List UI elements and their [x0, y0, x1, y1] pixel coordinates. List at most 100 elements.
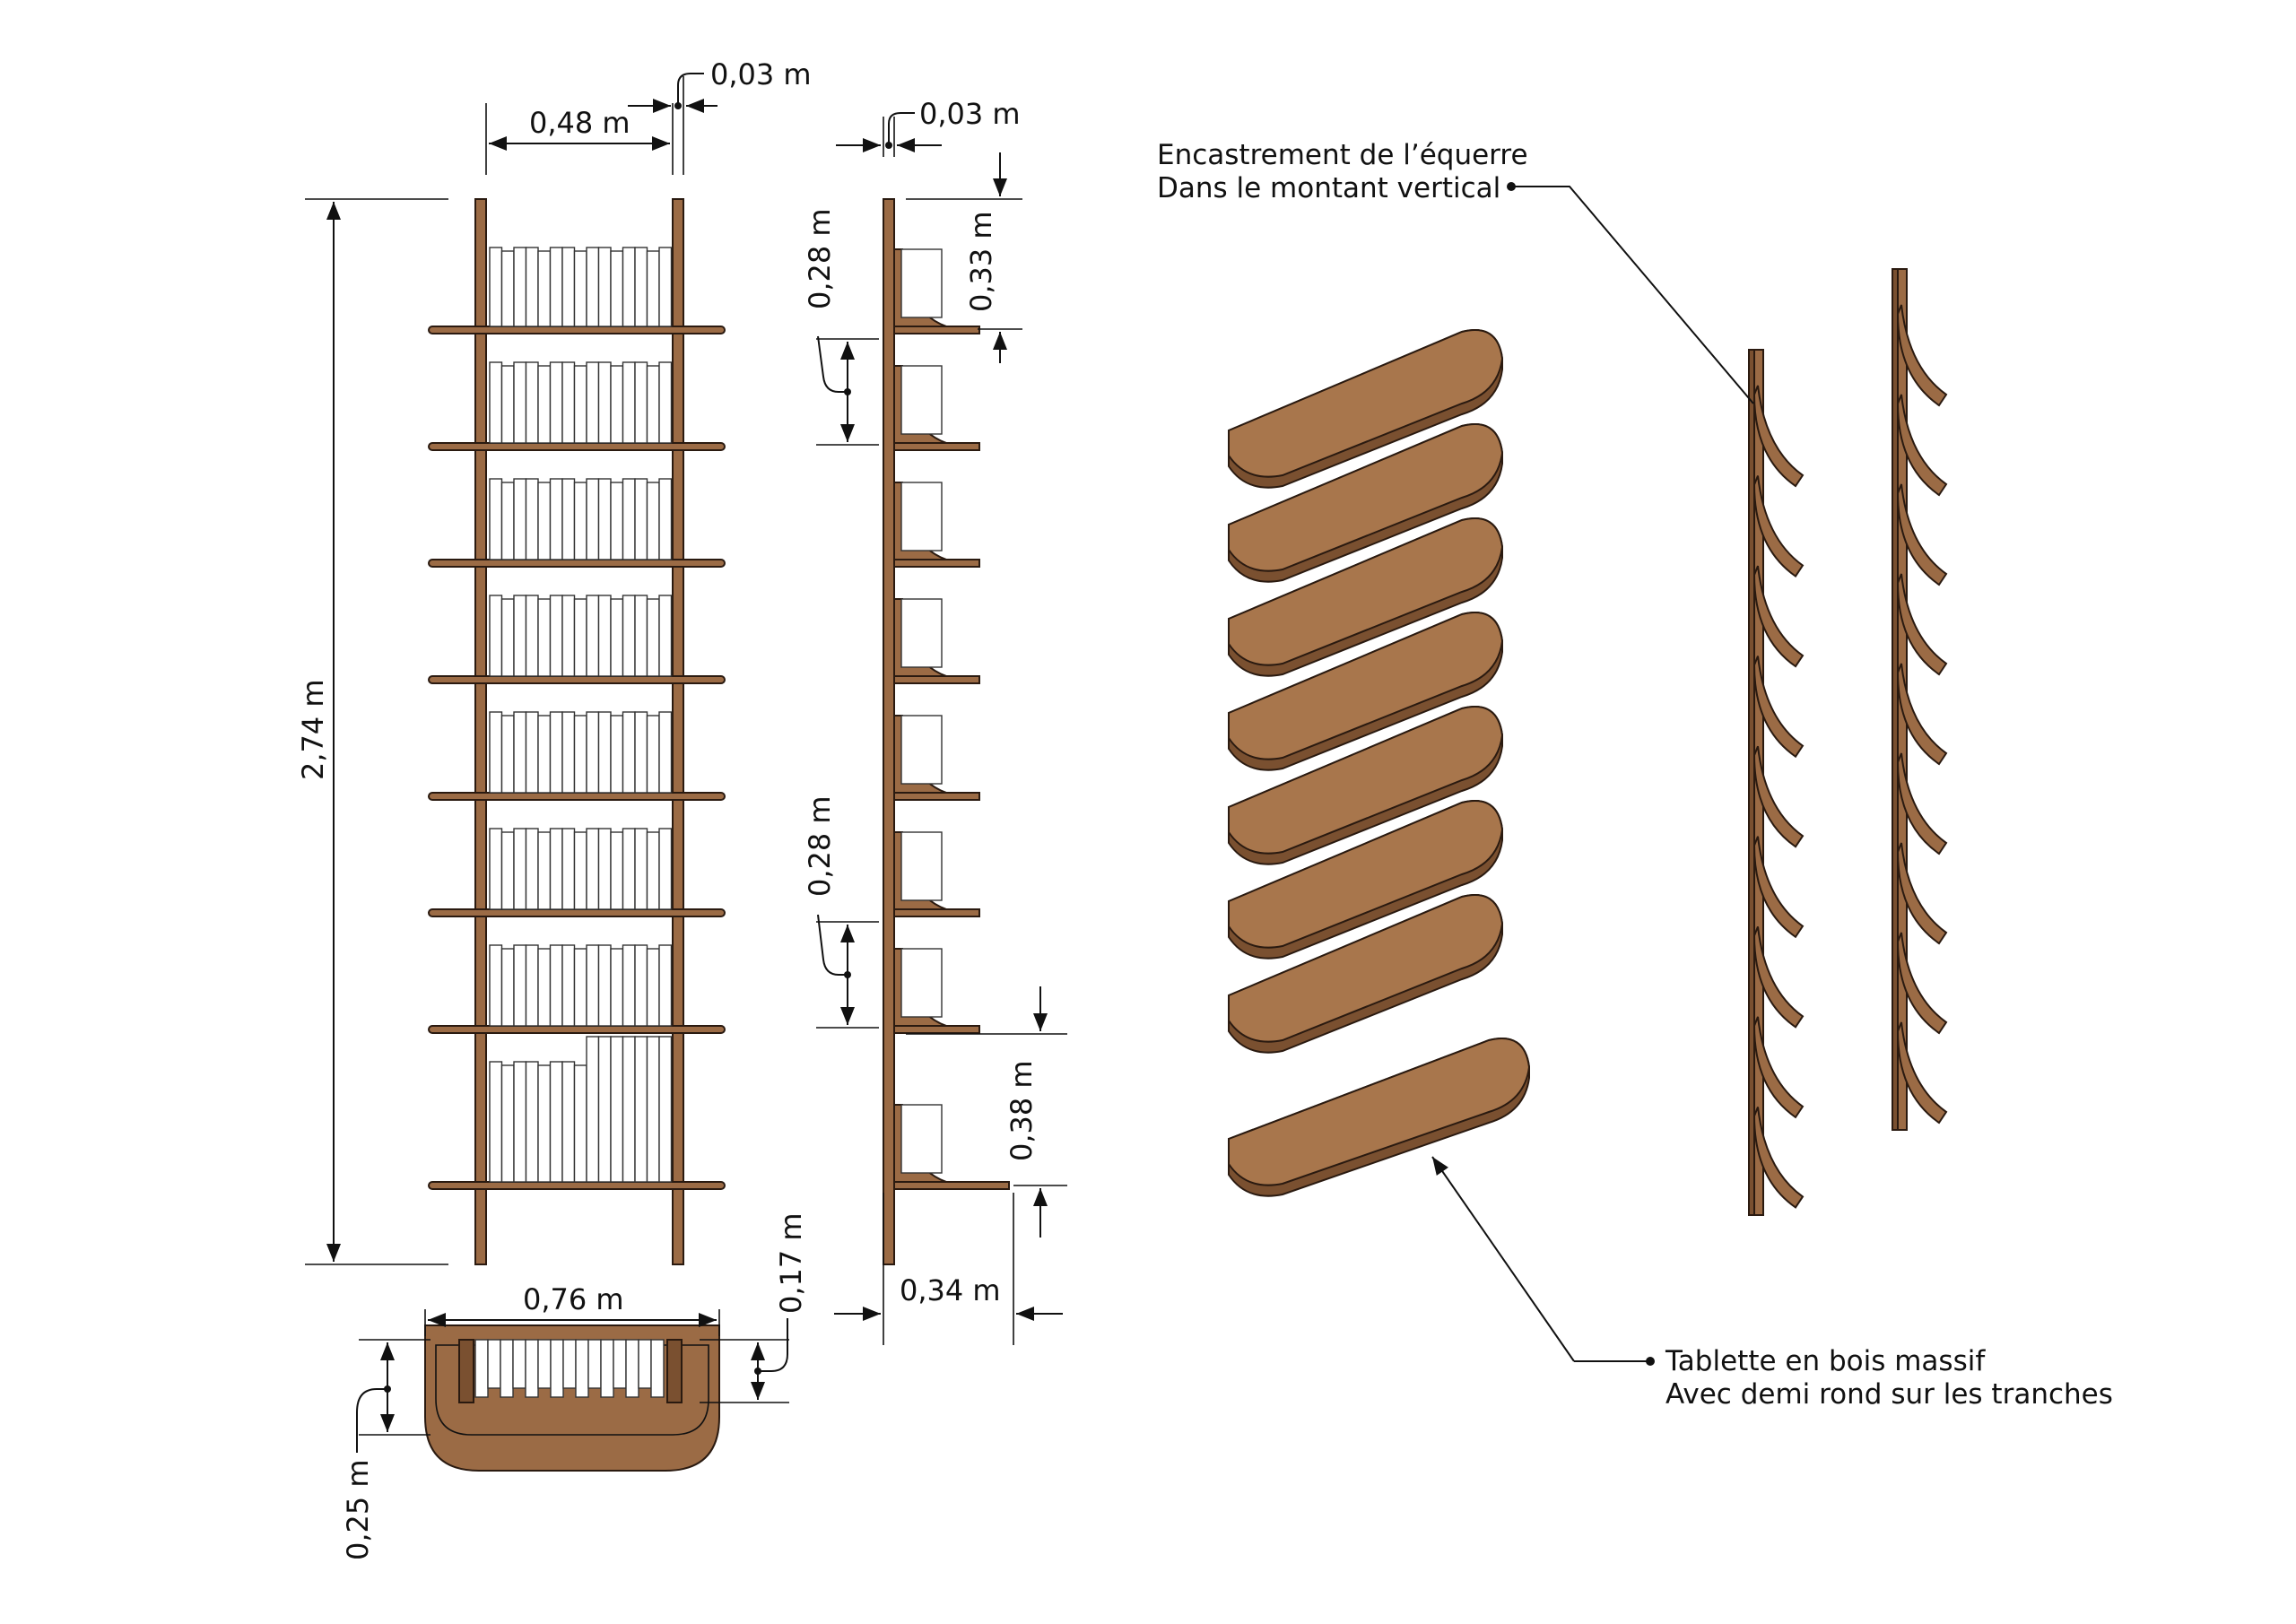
front-shelf — [428, 908, 726, 917]
book — [658, 828, 673, 910]
iso-bracket — [1896, 394, 1948, 497]
iso-bracket — [1896, 483, 1948, 586]
book — [634, 595, 648, 677]
book — [549, 1061, 563, 1183]
book — [658, 595, 673, 677]
book — [489, 828, 503, 910]
exploded-shelves — [1228, 329, 1531, 1197]
book — [597, 361, 612, 444]
front-upright-thickness-label: 0,03 m — [710, 57, 812, 91]
book — [597, 247, 612, 327]
book — [525, 478, 539, 560]
bottom-spacing-label: 0,38 m — [1004, 1060, 1039, 1161]
iso-bracket — [1896, 752, 1948, 855]
book — [610, 1036, 624, 1183]
book — [646, 365, 660, 444]
front-dimensions: 0,48 m 0,03 m 2,74 m — [296, 57, 812, 1265]
book — [525, 711, 539, 794]
book — [525, 595, 539, 677]
book — [634, 247, 648, 327]
book — [549, 595, 563, 677]
book — [561, 944, 576, 1027]
book — [549, 711, 563, 794]
book — [500, 948, 515, 1027]
book — [573, 948, 587, 1027]
front-shelf — [428, 442, 726, 451]
book — [586, 478, 600, 560]
book — [634, 478, 648, 560]
book — [622, 478, 636, 560]
book — [658, 478, 673, 560]
book — [489, 361, 503, 444]
book — [573, 715, 587, 794]
bracket-annotation: Encastrement de l’équerre Dans le montan… — [1157, 139, 1754, 404]
book — [525, 361, 539, 444]
front-shelf — [428, 326, 726, 334]
book — [622, 361, 636, 444]
book — [561, 828, 576, 910]
iso-bracket — [1752, 1016, 1805, 1119]
total-height-label: 2,74 m — [296, 679, 330, 780]
side-shelf — [893, 1025, 980, 1034]
book — [658, 361, 673, 444]
book — [634, 361, 648, 444]
book — [513, 247, 527, 327]
iso-bracket — [1752, 565, 1805, 668]
book — [561, 247, 576, 327]
book — [646, 948, 660, 1027]
iso-bracket — [1896, 1021, 1948, 1125]
plan-book — [512, 1339, 526, 1389]
book — [597, 944, 612, 1027]
bracket-note-line2: Dans le montant vertical — [1157, 172, 1500, 204]
front-shelf — [428, 792, 726, 801]
book — [549, 247, 563, 327]
side-shelf — [893, 792, 980, 801]
book — [549, 361, 563, 444]
book — [586, 828, 600, 910]
plan-right-upright — [666, 1339, 683, 1403]
plan-book — [600, 1339, 614, 1398]
iso-bracket — [1752, 836, 1805, 939]
book — [537, 250, 552, 327]
book — [500, 1064, 515, 1183]
plan-book — [575, 1339, 589, 1398]
iso-bracket — [1752, 656, 1805, 759]
book — [597, 478, 612, 560]
plan-view: 0,76 m 0,17 m 0,25 m — [341, 1212, 808, 1560]
plan-book — [537, 1339, 552, 1389]
book — [537, 1064, 552, 1183]
side-book-outline — [900, 715, 943, 785]
plan-books — [474, 1339, 665, 1398]
iso-bracket — [1896, 842, 1948, 945]
book — [500, 365, 515, 444]
plan-left-upright — [458, 1339, 474, 1403]
book — [610, 715, 624, 794]
book — [489, 944, 503, 1027]
book — [646, 250, 660, 327]
book — [500, 715, 515, 794]
book — [646, 715, 660, 794]
plan-book — [562, 1339, 577, 1389]
front-books — [489, 247, 673, 1183]
book — [622, 595, 636, 677]
book — [586, 944, 600, 1027]
book — [646, 1036, 660, 1183]
side-book-outline — [900, 831, 943, 901]
side-book-outline — [900, 598, 943, 668]
iso-bracket — [1752, 745, 1805, 848]
front-right-upright — [672, 198, 684, 1265]
book — [610, 250, 624, 327]
book — [646, 598, 660, 677]
book — [573, 365, 587, 444]
book — [537, 598, 552, 677]
iso-shelf-top — [1228, 894, 1504, 1043]
book — [561, 1061, 576, 1183]
shelf-width-label: 0,76 m — [523, 1282, 624, 1316]
plan-book — [587, 1339, 602, 1389]
front-left-upright — [474, 198, 487, 1265]
side-shelf — [893, 326, 980, 334]
book — [610, 948, 624, 1027]
side-upright-thickness-label: 0,03 m — [919, 97, 1021, 131]
book — [586, 361, 600, 444]
plan-book — [625, 1339, 639, 1398]
